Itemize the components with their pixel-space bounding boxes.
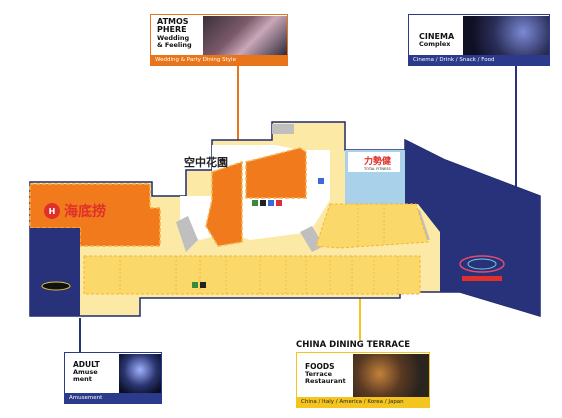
atmosphere-title-line-1: ATMOS — [157, 17, 189, 26]
shops-upper — [315, 203, 429, 249]
cinema-title-line-1: CINEMA — [419, 32, 455, 41]
atmosphere-title-line-3: Wedding — [157, 33, 190, 42]
foods-title-line-2: Terrace — [305, 369, 333, 378]
shop-dividers — [119, 204, 399, 294]
atmosphere-bar: Wedding & Party Dining Style — [151, 55, 287, 65]
svg-text:H: H — [49, 207, 56, 216]
adult-title: ADULT Amuse ment — [73, 361, 100, 383]
atmosphere-area-left — [205, 160, 243, 247]
callout-foods[interactable]: FOODS Terrace Restaurant China / Italy /… — [296, 352, 430, 408]
fitness-sub-label: TOTAL FITNESS — [363, 167, 391, 171]
fitness-label: 力勢健 — [364, 155, 391, 167]
cinema-title: CINEMA Complex — [419, 32, 455, 49]
atmosphere-title: ATMOS PHERE Wedding & Feeling — [157, 17, 192, 49]
cinema-bar: Cinema / Drink / Snack / Food — [409, 55, 549, 65]
fitness-logo-box — [348, 152, 400, 172]
adult-logo — [41, 281, 71, 291]
garden-label: 空中花園 — [184, 155, 228, 169]
atmosphere-title-line-4: & Feeling — [157, 40, 192, 49]
hotpot-label: 海底捞 — [64, 203, 106, 220]
adult-title-line-2: Amuse — [73, 367, 98, 376]
callout-adult[interactable]: ADULT Amuse ment Amusement — [64, 352, 162, 404]
adult-bar: Amusement — [65, 393, 161, 403]
adult-photo — [119, 354, 161, 394]
cinema-area — [405, 140, 540, 316]
corridor-west — [176, 216, 198, 252]
foods-title-line-3: Restaurant — [305, 376, 346, 385]
hotpot-area — [29, 183, 161, 247]
cinema-logo — [459, 255, 505, 281]
atmosphere-title-line-2: PHERE — [157, 25, 187, 35]
foods-title-line-1: FOODS — [305, 362, 335, 371]
hotpot-logo: H — [44, 203, 60, 219]
cinema-photo — [463, 16, 549, 56]
food-terrace-band — [83, 255, 421, 295]
callout-atmosphere[interactable]: ATMOS PHERE Wedding & Feeling Wedding & … — [150, 14, 288, 66]
foods-bar: China / Italy / America / Korea / Japan — [297, 397, 429, 407]
atmosphere-photo — [203, 16, 287, 56]
facility-icons — [192, 178, 324, 288]
adult-title-line-1: ADULT — [73, 360, 100, 369]
callout-cinema[interactable]: CINEMA Complex Cinema / Drink / Snack / … — [408, 14, 550, 66]
atmosphere-area-right — [245, 147, 307, 199]
cinema-title-line-2: Complex — [419, 40, 451, 49]
china-dining-terrace-title: CHINA DINING TERRACE — [296, 340, 411, 350]
adult-title-line-3: ment — [73, 374, 92, 383]
foods-photo — [353, 354, 429, 398]
foods-title: FOODS Terrace Restaurant — [305, 363, 346, 385]
corridor-north — [272, 124, 294, 134]
adult-area — [30, 228, 80, 316]
